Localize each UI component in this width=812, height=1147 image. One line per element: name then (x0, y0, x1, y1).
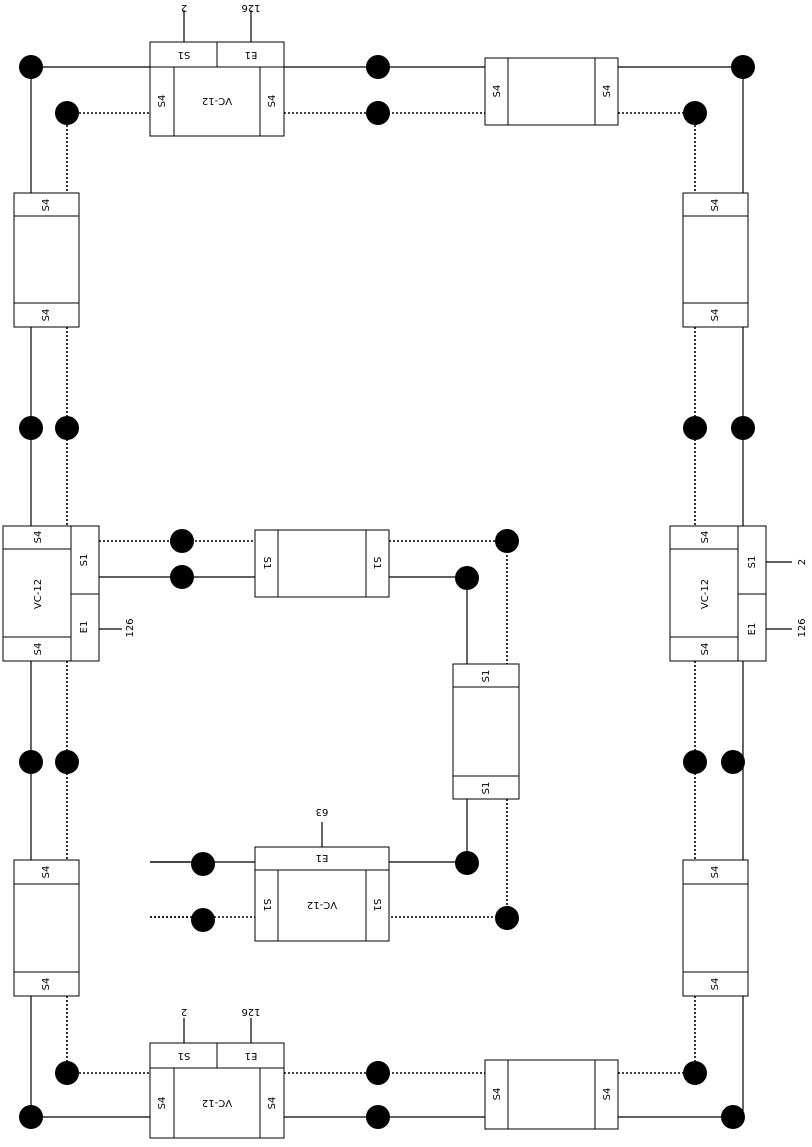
vc12-node-right: VC-12 S4 S4 S1 E1 2 126 (669, 525, 808, 662)
cross-connect-arrow-icon (455, 851, 479, 875)
port-number-126: 126 (241, 1006, 260, 1017)
cross-connect-arrow-icon (19, 55, 43, 79)
s4-label: S4 (710, 866, 721, 879)
cross-connect-arrow-icon (683, 1061, 707, 1085)
cross-connect-arrow-icon (19, 416, 43, 440)
cross-connect-arrow-icon (721, 1105, 745, 1129)
cross-connect-arrow-icon (455, 566, 479, 590)
cross-connect-arrow-icon (191, 852, 215, 876)
port-number-63: 63 (316, 806, 329, 817)
s4-label: S4 (157, 95, 168, 108)
cross-connect-arrow-icon (683, 101, 707, 125)
vc12-node-bottom: S1 E1 VC-12 S4 S4 2 126 (149, 1006, 285, 1139)
s4-label: S4 (492, 1088, 503, 1101)
s4-label: S4 (41, 309, 52, 322)
e1-label: E1 (245, 1050, 258, 1061)
vc12-node-inner: E1 VC-12 S1 S1 63 (254, 806, 390, 942)
s4-label: S4 (710, 309, 721, 322)
s1-label: S1 (747, 556, 758, 569)
s4-label: S4 (602, 85, 613, 98)
s1-label: S1 (371, 557, 382, 570)
cross-connect-arrow-icon (366, 101, 390, 125)
cross-connect-arrow-icon (170, 529, 194, 553)
port-number-126: 126 (125, 618, 136, 637)
cross-connect-arrow-icon (366, 55, 390, 79)
s1-label: S1 (79, 554, 90, 567)
s4-label: S4 (41, 199, 52, 212)
s1-label: S1 (481, 670, 492, 683)
cross-connect-arrow-icon (55, 416, 79, 440)
s4-label: S4 (602, 1088, 613, 1101)
s1-box-inner-top: S1 S1 (254, 529, 390, 598)
cross-connect-arrow-icon (55, 1061, 79, 1085)
port-number-2: 2 (181, 2, 187, 13)
cross-connect-arrow-icon (19, 1105, 43, 1129)
vc12-node-top: VC-12 S1 E1 S4 S4 2 126 (149, 2, 285, 137)
s4-label: S4 (267, 95, 278, 108)
e1-label: E1 (747, 623, 758, 636)
vc12-label: VC-12 (33, 579, 44, 609)
s4-label: S4 (267, 1097, 278, 1110)
e1-label: E1 (245, 49, 258, 60)
s4-label: S4 (157, 1097, 168, 1110)
s4-box-right-upper: S4 S4 (682, 192, 749, 328)
s4-label: S4 (700, 531, 711, 544)
s1-label: S1 (178, 1050, 191, 1061)
cross-connect-arrow-icon (731, 55, 755, 79)
s4-label: S4 (710, 199, 721, 212)
vc12-label: VC-12 (202, 95, 232, 106)
s4-box-top: S4 S4 (484, 57, 619, 126)
s4-label: S4 (700, 643, 711, 656)
port-number-126: 126 (241, 2, 260, 13)
e1-label: E1 (79, 621, 90, 634)
s4-box-left-upper: S4 S4 (13, 192, 80, 328)
cross-connect-arrow-icon (495, 906, 519, 930)
vc12-label: VC-12 (700, 579, 711, 609)
s4-box-bottom: S4 S4 (484, 1059, 619, 1130)
vc12-label: VC-12 (307, 899, 337, 910)
e1-label: E1 (316, 852, 329, 863)
s4-box-left-lower: S4 S4 (13, 859, 80, 997)
port-number-2: 2 (181, 1006, 187, 1017)
cross-connect-arrow-icon (495, 529, 519, 553)
vc12-label: VC-12 (202, 1097, 232, 1108)
cross-connect-arrow-icon (19, 750, 43, 774)
s4-label: S4 (33, 531, 44, 544)
s4-label: S4 (41, 866, 52, 879)
s1-label: S1 (261, 557, 272, 570)
cross-connect-arrow-icon (55, 750, 79, 774)
s4-label: S4 (492, 85, 503, 98)
cross-connect-arrow-icon (721, 750, 745, 774)
cross-connect-arrow-icon (366, 1061, 390, 1085)
cross-connect-arrow-icon (191, 908, 215, 932)
s4-label: S4 (33, 643, 44, 656)
port-number-126: 126 (797, 618, 808, 637)
cross-connect-arrow-icon (366, 1105, 390, 1129)
s4-label: S4 (41, 978, 52, 991)
s1-label: S1 (261, 899, 272, 912)
cross-connect-arrow-icon (170, 565, 194, 589)
cross-connect-arrow-icon (55, 101, 79, 125)
port-number-2: 2 (797, 559, 808, 565)
s1-label: S1 (481, 782, 492, 795)
s1-label: S1 (178, 49, 191, 60)
cross-connect-arrow-icon (731, 416, 755, 440)
cross-connect-arrow-icon (683, 416, 707, 440)
s1-label: S1 (371, 899, 382, 912)
s4-box-right-lower: S4 S4 (682, 859, 749, 997)
cross-connect-arrow-icon (683, 750, 707, 774)
s4-label: S4 (710, 978, 721, 991)
vc12-node-left: VC-12 S4 S4 S1 E1 126 (2, 525, 136, 662)
s1-box-inner-right: S1 S1 (452, 663, 520, 800)
